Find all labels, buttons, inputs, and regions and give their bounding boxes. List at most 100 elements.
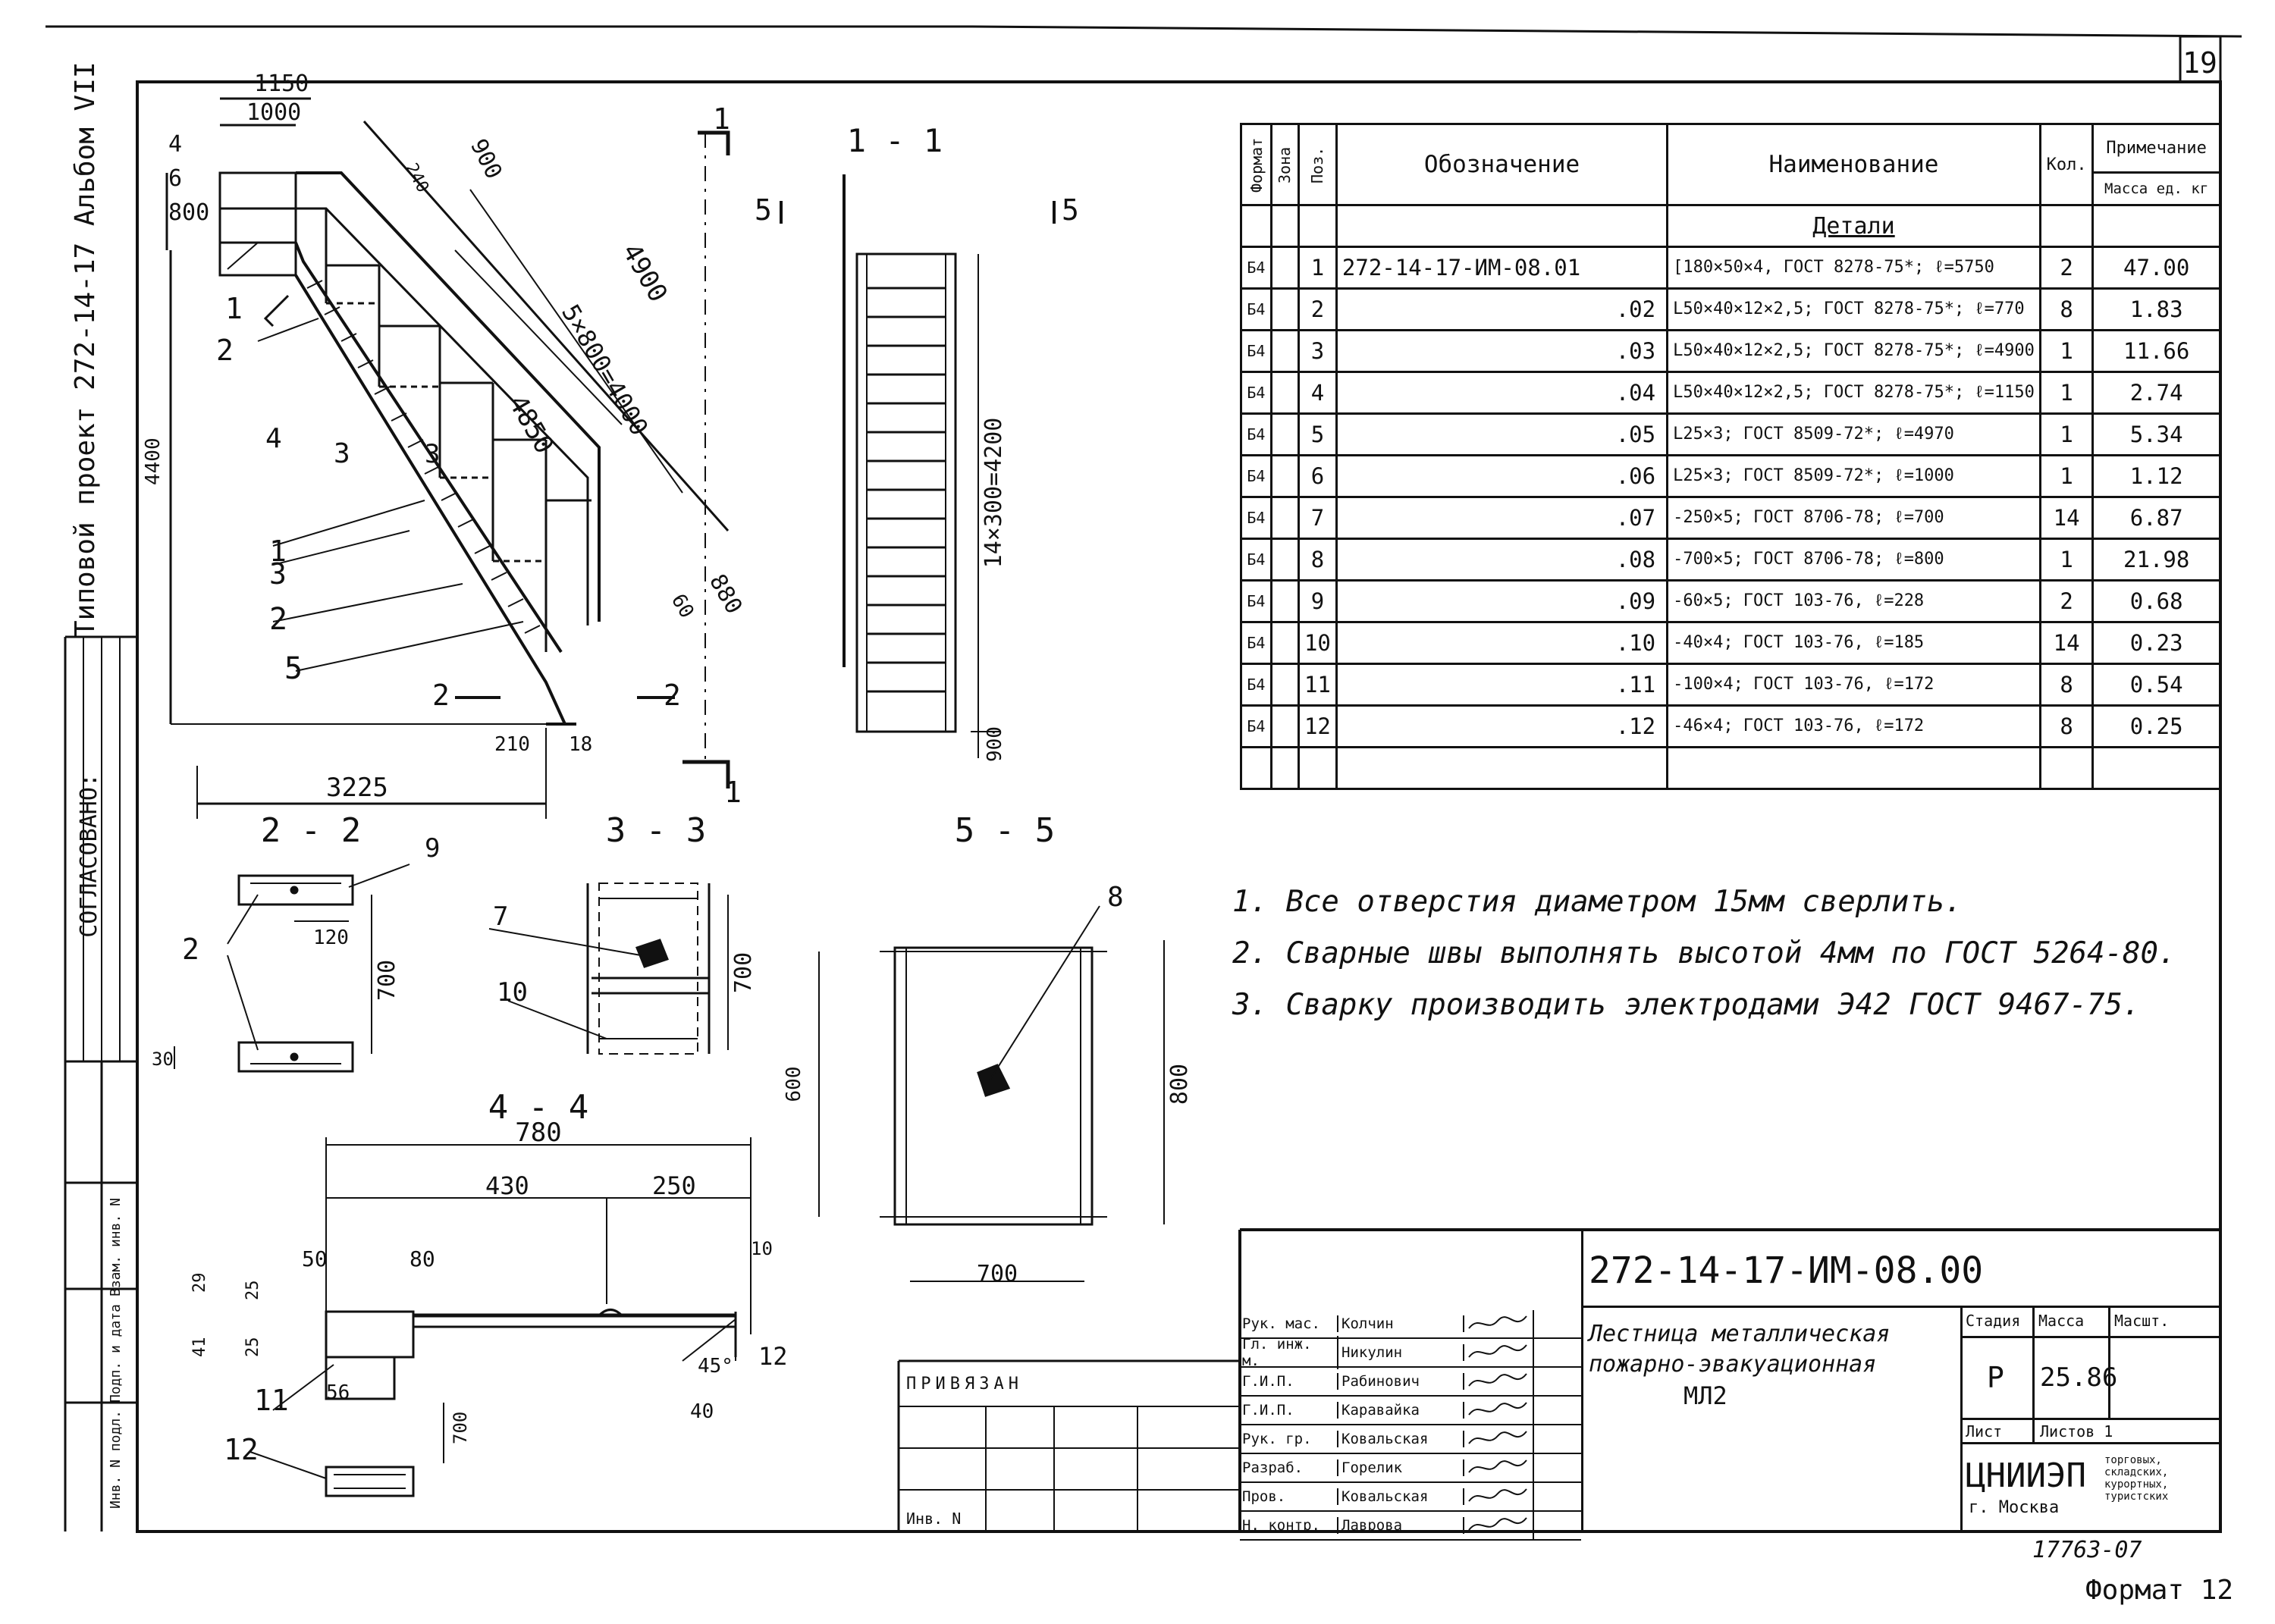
section-mark-5b: 5	[1062, 193, 1079, 227]
dim-80: 80	[410, 1246, 435, 1271]
spec-pos: 10	[1297, 621, 1338, 665]
inventory-number: 17763-07	[2032, 1537, 2142, 1563]
spec-qty: 8	[2038, 704, 2095, 748]
col-format: Формат	[1241, 124, 1272, 205]
spec-pos: 11	[1297, 663, 1338, 707]
spec-zone	[1269, 329, 1300, 373]
dim-18: 18	[569, 733, 592, 756]
col-designation: Обозначение	[1335, 123, 1669, 206]
spec-designation: .05	[1335, 412, 1669, 456]
dim-60: 60	[667, 591, 698, 622]
dim-6: 6	[168, 165, 182, 192]
col-pos: Поз.	[1298, 124, 1337, 205]
person-name: Горелик	[1338, 1459, 1464, 1476]
specification-table: Формат Зона Поз. Обозначение Наименовани…	[1240, 123, 2221, 790]
dim-30: 30	[152, 1049, 174, 1070]
spec-fmt: Б4	[1240, 496, 1272, 540]
frame	[136, 80, 2222, 1533]
spec-zone	[1269, 704, 1300, 748]
attached-label: ПРИВЯЗАН	[906, 1375, 1023, 1394]
title-line-2: пожарно-эвакуационная	[1589, 1351, 1877, 1378]
spec-section-details: Детали	[1666, 204, 2041, 248]
dim-800: 800	[168, 199, 209, 226]
dim-5x800: 5×800=4000	[556, 299, 654, 440]
person-role: Пров.	[1240, 1488, 1338, 1505]
dim-700-sec33: 700	[730, 952, 757, 993]
spec-name: [180×50×4, ГОСТ 8278-75*; ℓ=5750	[1666, 246, 2041, 290]
spec-fmt: Б4	[1240, 663, 1272, 707]
spec-zone	[1269, 621, 1300, 665]
title-block-person-row: Г.И.П.Каравайка	[1240, 1397, 1581, 1425]
section-2-2-bottom	[237, 1041, 354, 1073]
spec-qty: 2	[2038, 246, 2095, 290]
dim-780: 780	[515, 1118, 561, 1148]
spec-mass: 11.66	[2091, 329, 2221, 373]
dim-56: 56	[326, 1381, 350, 1404]
spec-name: -60×5; ГОСТ 103-76, ℓ=228	[1666, 579, 2041, 623]
person-role: Рук. гр.	[1240, 1431, 1338, 1447]
spec-designation: .10	[1335, 621, 1669, 665]
signature-icon	[1464, 1368, 1534, 1395]
spec-mass: 0.25	[2091, 704, 2221, 748]
stage-label: Стадия	[1966, 1312, 2021, 1330]
spec-designation: 272-14-17-ИМ-08.01	[1335, 246, 1669, 290]
spec-mass: 5.34	[2091, 412, 2221, 456]
callout-3b: 3	[269, 557, 287, 591]
spec-name: -46×4; ГОСТ 103-76, ℓ=172	[1666, 704, 2041, 748]
dim-40: 40	[690, 1400, 714, 1423]
spec-pos: 6	[1297, 454, 1338, 498]
section-2-2-title: 2 - 2	[261, 811, 361, 850]
section-3-3-title: 3 - 3	[606, 811, 706, 850]
dim-700-sec22: 700	[374, 960, 400, 1001]
section-1-1-frame	[855, 252, 957, 733]
title-block-person-row: Н. контр.Лаврова	[1240, 1512, 1581, 1541]
person-name: Рабинович	[1338, 1373, 1464, 1390]
spec-mass: 0.54	[2091, 663, 2221, 707]
spec-fmt: Б4	[1240, 579, 1272, 623]
dim-25a: 25	[243, 1281, 262, 1301]
spec-zone	[1269, 454, 1300, 498]
spec-designation: .02	[1335, 287, 1669, 331]
dim-1150: 1150	[254, 71, 309, 97]
spec-name: L50×40×12×2,5; ГОСТ 8278-75*; ℓ=770	[1666, 287, 2041, 331]
dim-29: 29	[190, 1273, 209, 1293]
spec-mass: 2.74	[2091, 371, 2221, 415]
spec-pos: 7	[1297, 496, 1338, 540]
dim-700-sec55: 700	[977, 1261, 1018, 1287]
spec-mass: 1.83	[2091, 287, 2221, 331]
title-block-person-row: Рук. гр.Ковальская	[1240, 1425, 1581, 1454]
spec-pos: 1	[1297, 246, 1338, 290]
section-2-2-view	[174, 864, 410, 1073]
col-qty: Кол.	[2038, 123, 2095, 206]
spec-mass: 0.23	[2091, 621, 2221, 665]
spec-pos: 8	[1297, 538, 1338, 582]
dim-3225: 3225	[326, 773, 388, 803]
spec-qty: 1	[2038, 412, 2095, 456]
dim-41: 41	[190, 1337, 209, 1358]
dim-430: 430	[485, 1171, 529, 1200]
side-project-title: Типовой проект 272-14-17 Альбом VII	[70, 61, 101, 637]
col-note: Примечание	[2091, 123, 2221, 174]
signature-icon	[1464, 1512, 1534, 1539]
dim-900-sec11: 900	[984, 726, 1006, 762]
section-1-1-title: 1 - 1	[847, 122, 943, 159]
section-mark	[682, 760, 730, 788]
dim-4850: 4850	[502, 390, 560, 459]
spec-mass: 0.68	[2091, 579, 2221, 623]
side-field-sign: Подп. и дата	[108, 1304, 124, 1403]
spec-fmt: Б4	[1240, 538, 1272, 582]
spec-zone	[1269, 287, 1300, 331]
callout-1b: 1	[269, 535, 287, 568]
org-dept: торговых, складских, курортных, туристск…	[2104, 1454, 2169, 1503]
handrail-mid	[296, 207, 589, 625]
dim-880: 880	[704, 570, 747, 619]
